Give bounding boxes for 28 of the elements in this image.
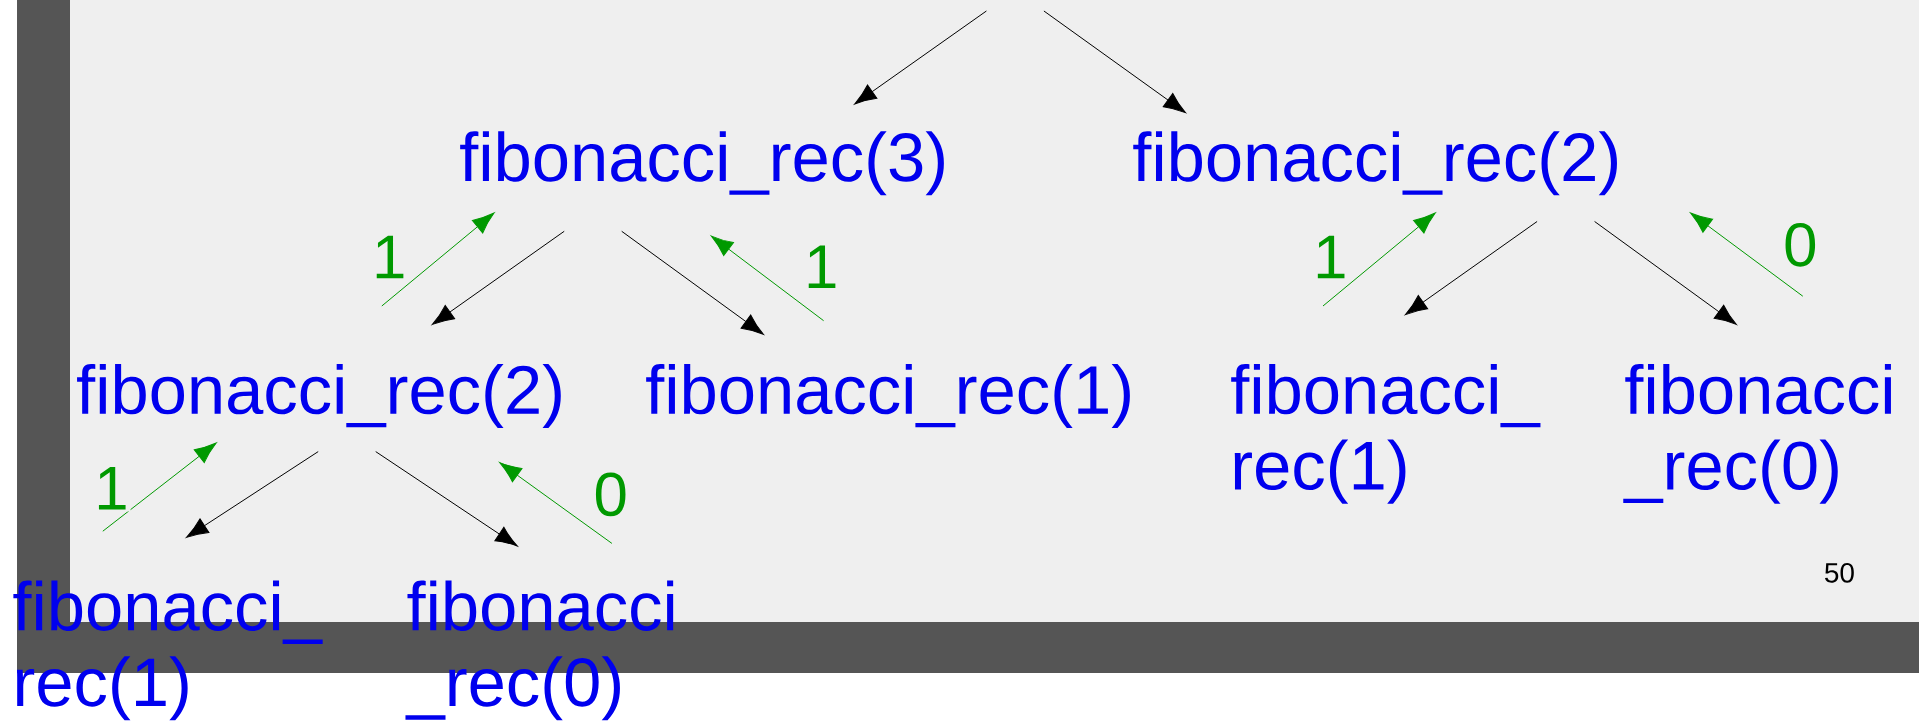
arrow <box>381 212 495 307</box>
edge-label: 1 <box>92 465 131 512</box>
call-label: fibonacci _rec(0) <box>1623 363 1891 504</box>
arrow <box>854 10 987 105</box>
arrow <box>1405 221 1538 316</box>
call-label: fibonacci_rec(1) <box>646 363 1130 428</box>
call-label: fibonacci_rec(2) <box>1133 131 1617 196</box>
edge-label: 1 <box>1311 233 1350 281</box>
edge-label: 0 <box>1781 220 1820 269</box>
call-label: fibonacci_rec(3) <box>460 131 944 196</box>
call-label: fibonacci_rec(2) <box>77 363 561 428</box>
arrow <box>1322 212 1436 307</box>
edge-label: 0 <box>591 470 630 519</box>
arrow <box>710 235 825 322</box>
arrow <box>1690 212 1804 297</box>
arrow <box>431 230 565 325</box>
call-label: fibonacci_ rec(1) <box>1231 363 1541 504</box>
arrow <box>499 462 613 544</box>
arrow <box>1594 221 1737 325</box>
call-label: fibonacci _rec(0) <box>405 580 674 721</box>
arrow <box>186 451 319 538</box>
arrow <box>621 230 764 335</box>
arrow <box>102 442 217 532</box>
edge-label: 1 <box>370 233 409 281</box>
page-number: 50 <box>1825 562 1854 583</box>
arrow <box>1043 10 1186 114</box>
edge-label: 1 <box>802 243 841 291</box>
arrow <box>375 451 518 547</box>
